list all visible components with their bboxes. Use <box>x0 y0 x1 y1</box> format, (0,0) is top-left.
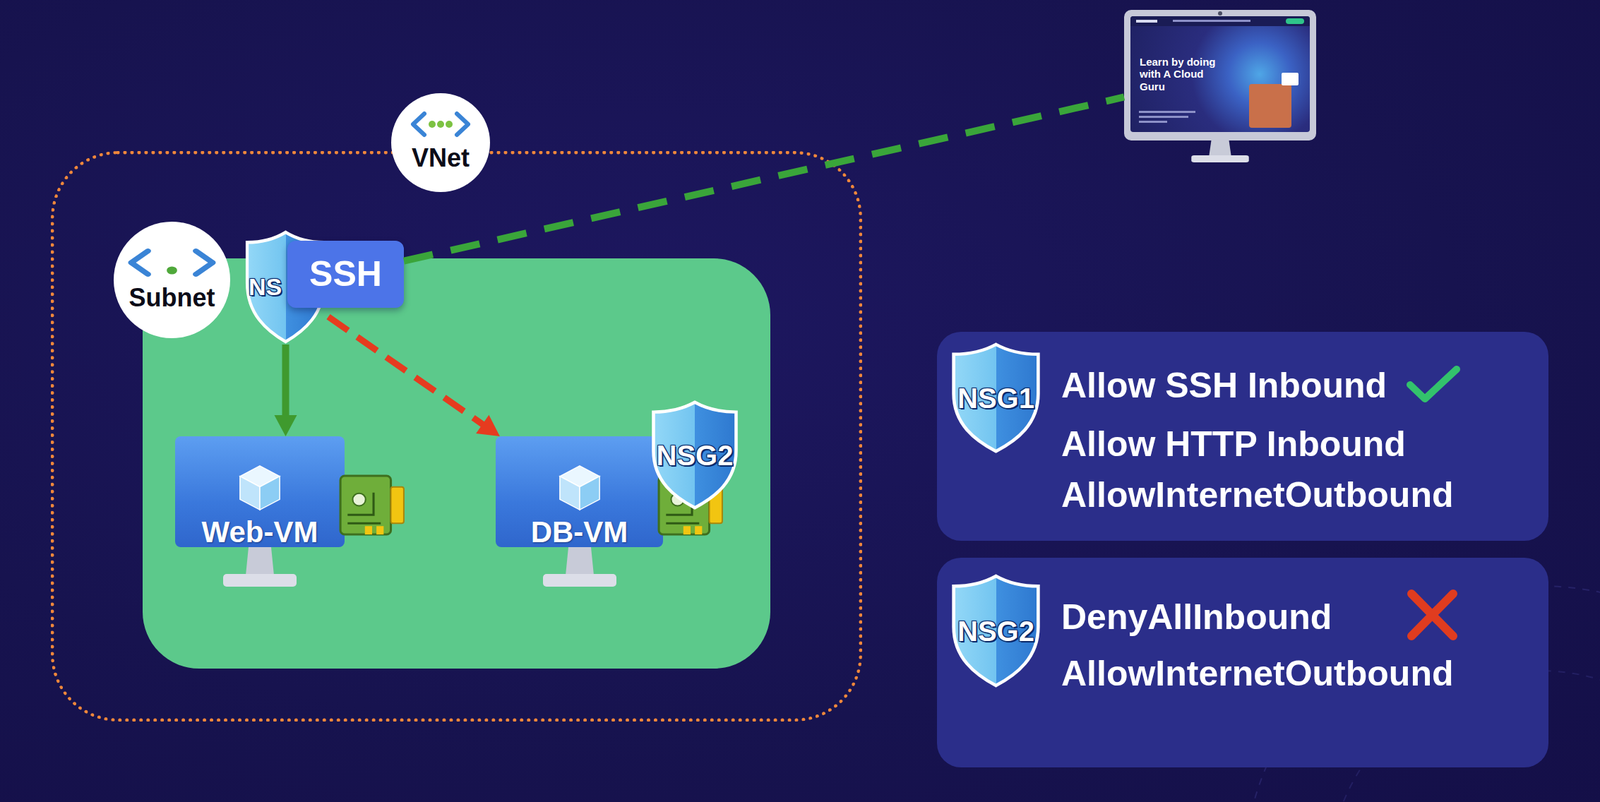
client-computer: Learn by doing with A Cloud Guru <box>1124 9 1317 141</box>
rule-row: AllowInternetOutbound <box>1061 648 1454 699</box>
shield-label: NSG2 <box>957 616 1035 647</box>
subnet-icon-graphic <box>124 247 219 279</box>
shield-label: NSG2 <box>656 440 734 471</box>
connector <box>328 317 500 437</box>
cross-mark <box>1405 589 1459 641</box>
monitor-stand <box>1186 140 1254 164</box>
nsg-shield: NSG2 <box>948 573 1043 689</box>
vm-cube-icon-graphic <box>551 461 608 515</box>
vnet-region: VNetSubnetNSSSHWeb-VMDB-VMNSG2 <box>50 151 863 722</box>
nic-card-icon-graphic <box>337 471 407 539</box>
connector-line <box>328 317 484 426</box>
vm-cube-icon <box>231 461 289 515</box>
subnet-region: SubnetNSSSHWeb-VMDB-VMNSG2 <box>142 258 771 669</box>
camera-dot <box>1218 11 1223 16</box>
vm-cube-icon <box>551 461 608 515</box>
check-mark-graphic <box>1405 365 1461 404</box>
computer-screen: Learn by doing with A Cloud Guru <box>1130 16 1310 133</box>
arrow-head <box>274 415 298 437</box>
website-heading: Learn by doing with A Cloud Guru <box>1139 55 1219 93</box>
vnet-icon-graphic <box>408 110 473 139</box>
connector-line <box>403 96 1125 261</box>
arrow-head <box>475 415 500 437</box>
rule-row: AllowInternetOutbound <box>1061 470 1454 520</box>
vm-label: Web-VM <box>201 517 319 548</box>
rule-row: DenyAllInbound <box>1061 592 1332 642</box>
rule-text: Allow HTTP Inbound <box>1061 425 1406 464</box>
vnet-icon-circle: VNet <box>391 93 491 193</box>
check-mark <box>1405 365 1461 404</box>
connector <box>403 96 1125 261</box>
nsg-shield: NSG1 <box>948 341 1043 455</box>
region-title: VNet <box>411 144 470 172</box>
vm-monitor: Web-VM <box>175 436 345 548</box>
rule-row: Allow SSH Inbound <box>1061 360 1387 411</box>
subnet-icon-circle: Subnet <box>113 221 231 339</box>
monitor-stand <box>217 547 303 589</box>
shield-label: NS <box>248 274 282 301</box>
rule-row: Allow HTTP Inbound <box>1061 419 1406 469</box>
vm-cube-icon-graphic <box>231 461 289 515</box>
monitor-stand-graphic <box>1186 140 1254 164</box>
vm-label: DB-VM <box>530 517 629 548</box>
vm-monitor: DB-VM <box>495 436 664 548</box>
monitor-stand-graphic <box>537 547 623 589</box>
screen-text-area: Learn by doing with A Cloud Guru <box>1139 55 1219 93</box>
rule-text: AllowInternetOutbound <box>1061 654 1454 694</box>
shield-label: NSG1 <box>957 383 1035 414</box>
monitor-stand <box>537 547 623 589</box>
rule-text: DenyAllInbound <box>1061 598 1332 637</box>
region-title: Subnet <box>129 284 216 312</box>
connector-line <box>282 344 290 417</box>
tag-label: SSH <box>309 255 382 294</box>
ssh-tag: SSH <box>287 240 404 308</box>
rule-text: AllowInternetOutbound <box>1061 475 1454 515</box>
nsg-rules-panel: NSG1 Allow SSH InboundAllow HTTP InboundA… <box>936 331 1549 541</box>
cross-mark-graphic <box>1405 589 1459 641</box>
nic-card-icon <box>337 471 407 539</box>
monitor-stand-graphic <box>217 547 303 589</box>
nsg-shield: NSG2 <box>648 399 741 511</box>
connector <box>274 344 298 437</box>
subnet-icon <box>124 247 219 279</box>
rule-text: Allow SSH Inbound <box>1061 366 1387 406</box>
vnet-icon <box>408 110 473 139</box>
nsg-rules-panel: NSG2 DenyAllInboundAllowInternetOutbound <box>936 557 1549 768</box>
